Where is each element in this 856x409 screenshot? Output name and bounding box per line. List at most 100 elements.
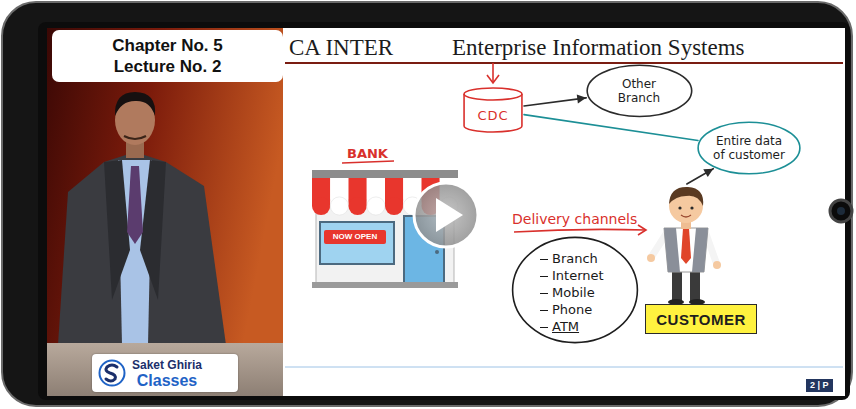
channel-list: Delivery channelsBranchInternetMobilePho… [510,210,640,346]
customer-figure-part [681,228,691,264]
customer-figure-part [692,228,708,272]
bank-illustration-part [312,170,458,178]
presenter-figure-part [104,160,130,300]
arrow-head [577,95,587,104]
circle-line [513,237,638,342]
phone-camera-part [837,207,845,215]
phone-camera [830,200,852,222]
channel-arrow-part [638,225,646,235]
text-stack: Other Branch [600,77,678,105]
pointer-arrow-part [492,63,494,82]
customer-figure-part [672,268,682,302]
pointer-arrow-part [487,75,499,83]
bank-illustration-part [367,197,385,215]
bank-sign: BANK [347,146,388,161]
connector-line [687,169,713,184]
logo-words: Saket GhiriaClasses [132,358,202,389]
node-text: Entire data of customer [711,134,787,162]
logo-icon [98,359,126,387]
presenter-figure [58,92,226,345]
text-stack: CDC [477,108,508,123]
presenter-panel [47,28,283,396]
data-oval: Entire data of customer [696,120,802,176]
presenter-figure-part [127,166,143,244]
branch-oval: Other Branch [585,63,694,119]
customer-figure-part [664,228,708,272]
play-button-part [436,198,463,232]
slide-title: Enterprise Information Systems [452,34,745,61]
channel-item: ATM [540,318,604,335]
cylinder-top [464,88,522,100]
node-text: Other Branch [600,77,678,105]
connector [524,115,698,141]
pointer-arrow [487,63,499,83]
presenter-figure-part [124,136,146,139]
presenter-figure-part [58,152,226,345]
customer-figure-part [652,234,666,256]
course-label: CA INTER [289,34,393,61]
bank-illustration-part [330,197,348,215]
channel-item: Phone [540,301,604,318]
customer-figure-part [664,228,680,272]
customer-label: CUSTOMER [642,184,760,334]
bank-illustration-part [435,250,439,254]
podium [47,343,283,396]
bank-illustration-part [385,197,403,215]
channel-arrow-part [514,229,646,232]
presenter-figure-part [115,92,155,116]
text-stack: Entire data of customer [711,134,787,162]
oval-line [587,65,692,116]
channel-heading: Delivery channels [510,210,640,228]
logo-swoosh [106,365,117,381]
database-cylinder: CDC [462,86,524,134]
channel-item: Mobile [540,284,604,301]
bank-underline [342,161,394,163]
channel-item: Branch [540,250,604,267]
slide-panel [283,28,845,396]
phone-rim [38,22,850,400]
connector-line [524,115,698,141]
customer-figure-part [690,268,700,302]
node-text: Lecture No. 2 [114,56,222,77]
bank-illustration-part [349,197,367,215]
channel-items: BranchInternetMobilePhoneATM [540,250,604,335]
play-button-part [414,183,478,247]
bank-illustration-part [324,230,386,244]
shop-sign: NOW OPEN [324,230,386,244]
bank-illustration-part [312,197,330,215]
customer-figure-part [647,254,655,262]
node-text: CDC [477,108,508,123]
node-text: Chapter No. 5 [112,35,223,56]
connector [524,95,586,106]
header-rule [285,62,843,64]
channel-item: Internet [540,267,604,284]
page-number: 2 | P [806,379,833,392]
connector [687,169,713,184]
name-tag: CUSTOMER [645,304,757,334]
tag-text: CUSTOMER [656,311,746,328]
customer-figure-part [713,261,721,269]
text-stack: Chapter No. 5Lecture No. 2 [52,35,283,77]
logo-ring [100,361,125,386]
logo-text: Saket Ghiria [132,358,202,372]
lecture-badge: Chapter No. 5Lecture No. 2 [52,30,283,82]
connector-line [524,98,586,106]
oval-line [698,122,800,174]
phone-camera-part [830,200,852,222]
customer-figure-part [669,187,703,206]
bank-illustration-part [320,222,394,264]
arrow-head [703,169,713,177]
presenter-figure-part [140,160,166,300]
customer-figure-part [678,206,681,209]
bank-illustration-part [312,282,458,288]
customer-figure-part [690,206,693,209]
logo-text: Classes [137,372,198,389]
customer-figure-part [681,215,691,217]
customer-figure [647,187,721,305]
footer-rule [285,367,843,368]
play-button [414,183,478,247]
